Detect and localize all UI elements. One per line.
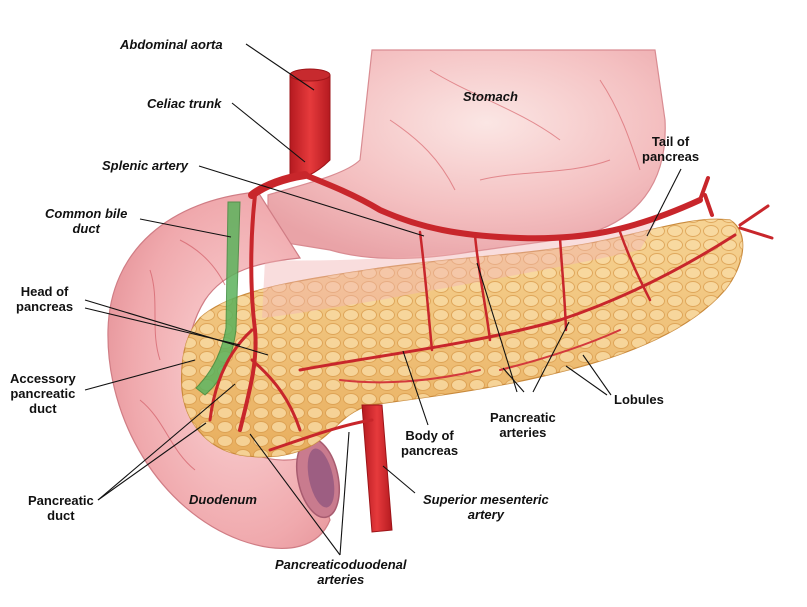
- label-common-bile-duct: Common bile duct: [45, 206, 128, 236]
- label-body-of-pancreas: Body of pancreas: [401, 428, 459, 458]
- common-bile-duct-shape: [195, 201, 241, 396]
- label-pancreatic-arteries: Pancreatic arteries: [490, 410, 556, 440]
- label-superior-mesenteric-artery: Superior mesenteric artery: [423, 492, 549, 522]
- label-duodenum: Duodenum: [189, 492, 257, 507]
- label-stomach: Stomach: [463, 89, 518, 104]
- label-accessory-pancreatic-duct: Accessory pancreatic duct: [10, 371, 76, 416]
- label-head-of-pancreas: Head of pancreas: [16, 284, 74, 314]
- label-tail-of-pancreas: Tail of pancreas: [642, 134, 700, 164]
- label-pancreatic-duct: Pancreatic duct: [28, 493, 94, 523]
- arteries-shape: [208, 68, 774, 533]
- label-celiac-trunk: Celiac trunk: [147, 96, 222, 111]
- label-splenic-artery: Splenic artery: [102, 158, 188, 173]
- label-lobules: Lobules: [614, 392, 664, 407]
- leader-lines: [84, 43, 682, 556]
- label-pancreaticoduodenal-arteries: Pancreaticoduodenal arteries: [275, 557, 407, 587]
- label-abdominal-aorta: Abdominal aorta: [120, 37, 223, 52]
